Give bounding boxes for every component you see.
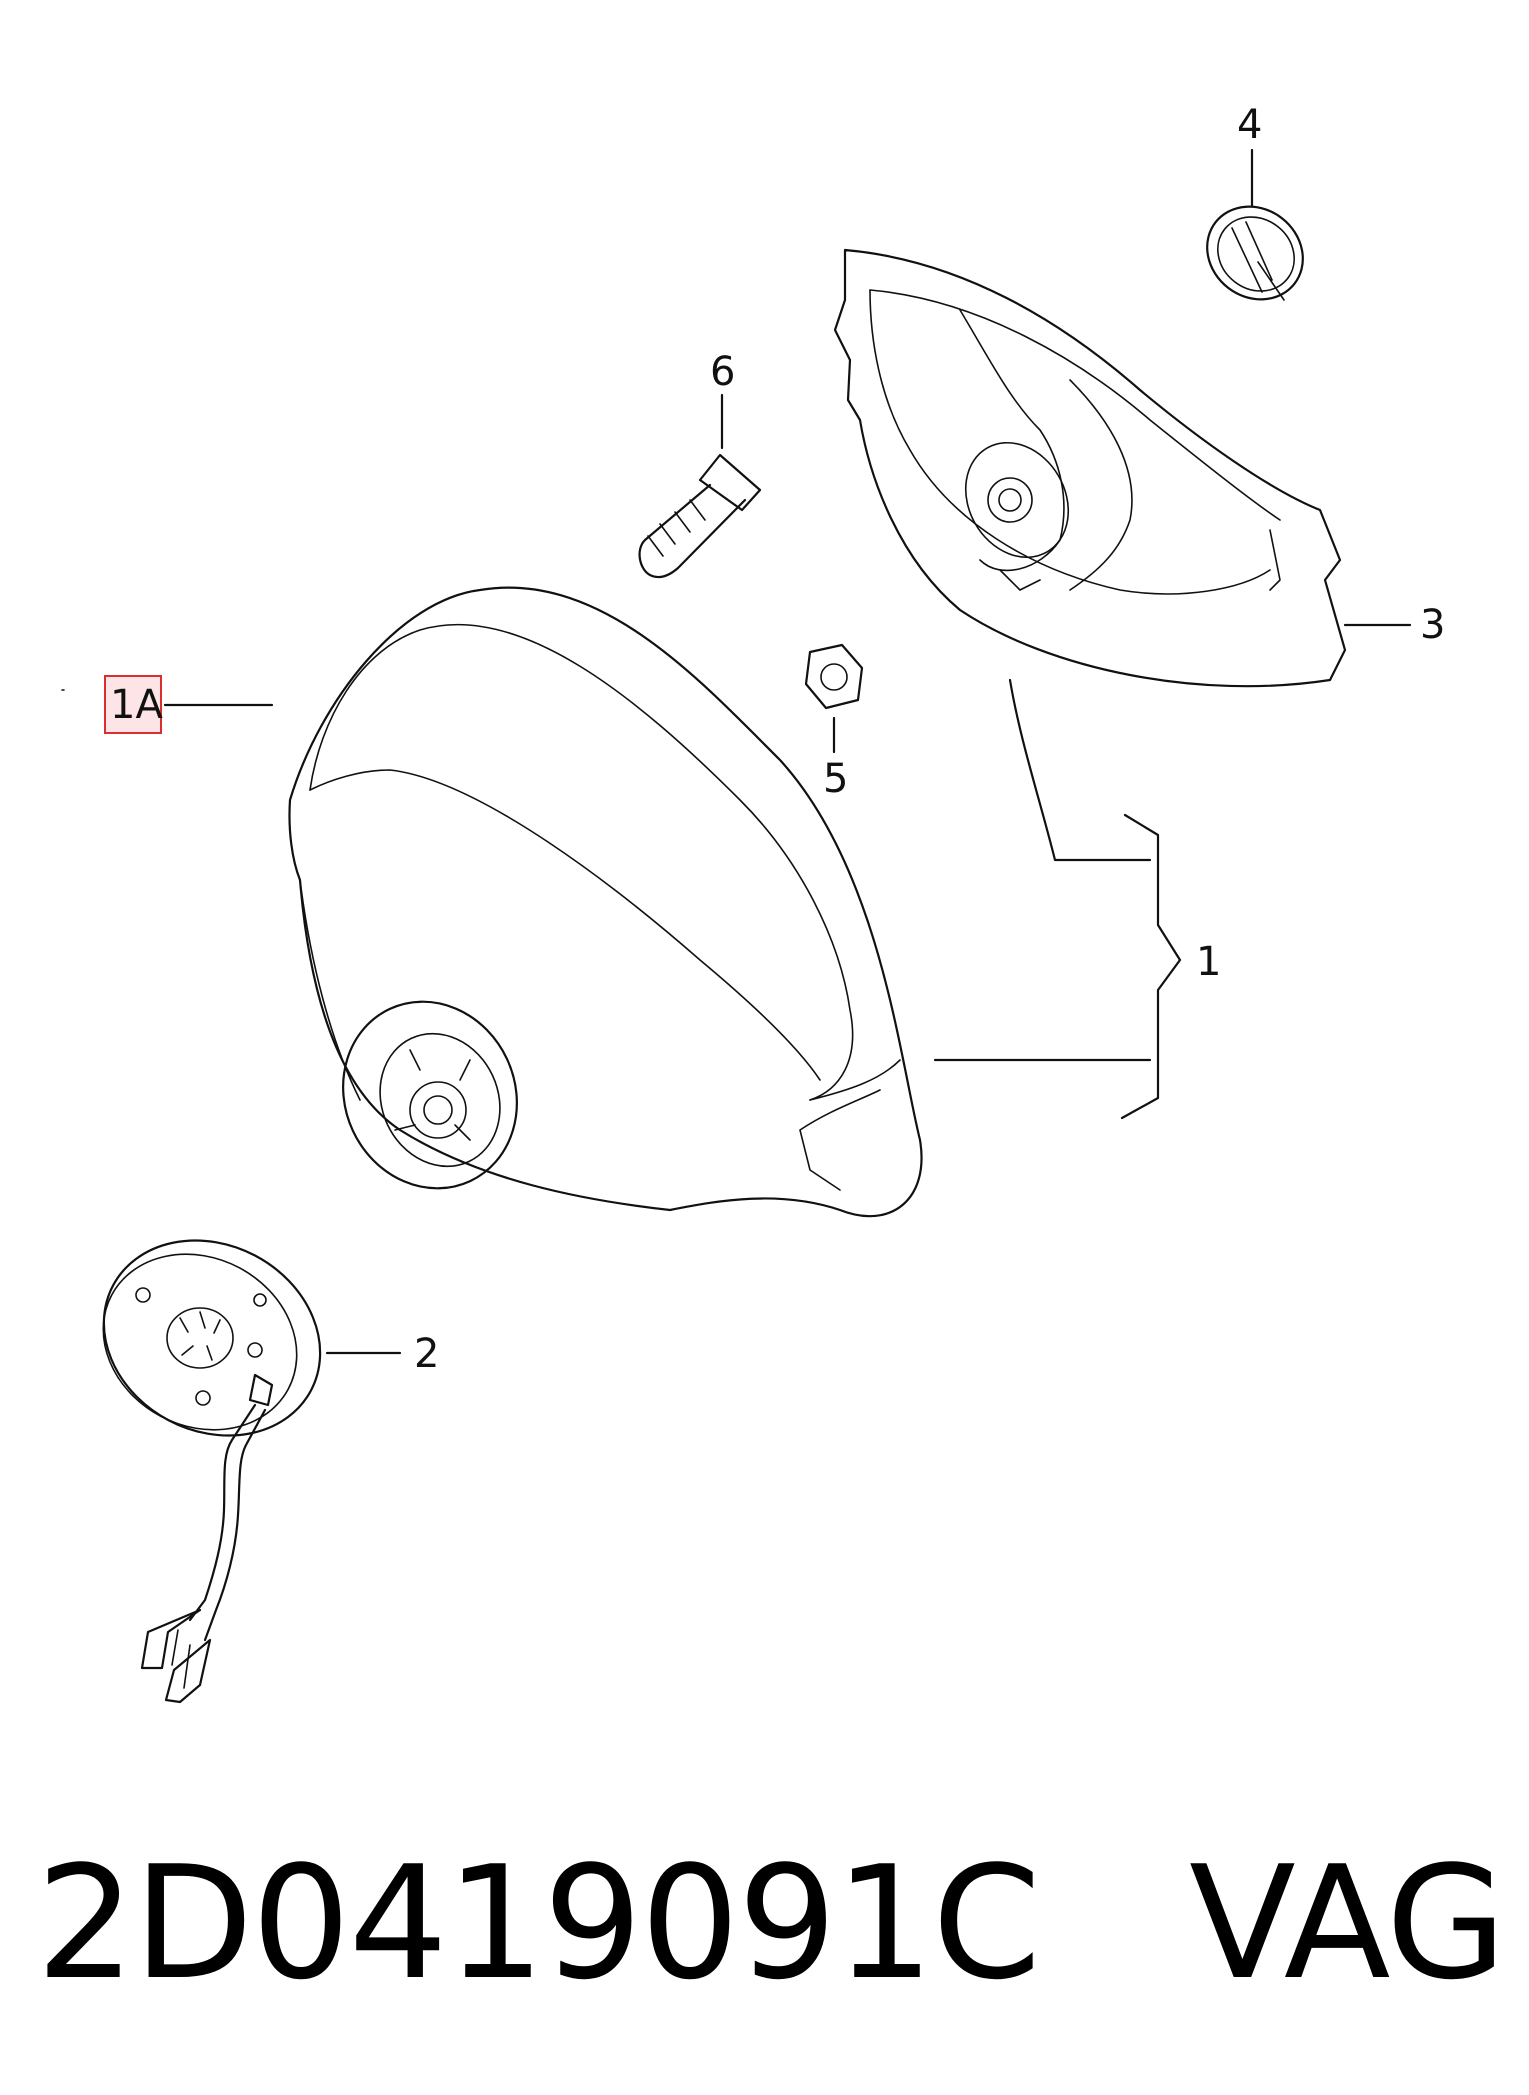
callout-3: 3 [1420,602,1445,648]
callout-5: 5 [823,756,848,802]
callout-6: 6 [710,349,735,395]
callout-1: 1 [1196,939,1221,985]
callout-2: 2 [414,1331,439,1377]
bolt-part-6[interactable] [638,453,762,579]
emblem-part-4[interactable] [1189,188,1322,319]
callout-1a: 1A [110,682,163,728]
callout-1a-highlight [104,675,162,734]
steering-wheel-part-1a[interactable] [288,586,923,1218]
bracket-part-1 [933,678,1182,1120]
wheel-rear-cover-part-3[interactable] [833,248,1347,688]
callout-4: 4 [1237,102,1262,148]
nut-part-5[interactable] [804,643,864,710]
brand-name: VAG [1189,1832,1507,2014]
clock-spring-part-2[interactable] [69,1203,354,1704]
part-number: 2D0419091C [36,1832,1041,2014]
